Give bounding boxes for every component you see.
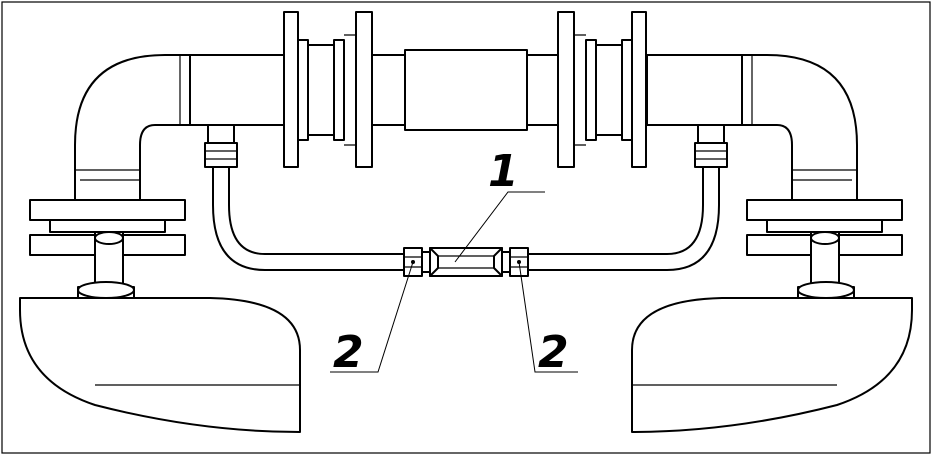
flange-left-inner xyxy=(355,11,373,168)
right-assembly xyxy=(631,54,913,433)
callout-2-right-leader xyxy=(518,261,578,373)
callout-2-right-label: 2 xyxy=(538,327,569,378)
right-tapping-boss xyxy=(697,124,725,144)
left-fitting-collar xyxy=(421,251,431,273)
left-gasket xyxy=(49,219,166,233)
right-upper-flange xyxy=(746,199,903,221)
left-upper-flange xyxy=(29,199,186,221)
flange-right-inner xyxy=(557,11,575,168)
callout-1-leader xyxy=(454,191,545,263)
callout-2-left-label: 2 xyxy=(333,327,364,378)
bypass-line xyxy=(204,124,728,277)
callout-2-left-leader xyxy=(330,261,414,373)
callout-1-label: 1 xyxy=(488,146,519,197)
central-pipe-run xyxy=(189,11,743,168)
flange-right-outer xyxy=(631,11,647,168)
bypass-tube-inner xyxy=(228,166,406,255)
left-pipe-section xyxy=(189,54,286,126)
right-tank xyxy=(631,297,913,433)
right-elbow xyxy=(741,54,858,201)
right-tapping-nut xyxy=(694,142,728,168)
right-fitting-collar xyxy=(501,251,511,273)
bypass-tube-outer xyxy=(212,166,406,271)
right-pipe-section xyxy=(646,54,743,126)
right-gasket xyxy=(766,219,883,233)
left-elbow xyxy=(74,54,191,201)
left-tapping-nut xyxy=(204,142,238,168)
inline-element-body xyxy=(429,247,503,277)
left-tapping-boss xyxy=(207,124,235,144)
flange-left-outer xyxy=(283,11,299,168)
callouts: 1 2 2 xyxy=(330,146,578,378)
left-tank xyxy=(19,297,301,433)
central-sleeve xyxy=(404,49,528,131)
left-assembly xyxy=(19,54,301,433)
